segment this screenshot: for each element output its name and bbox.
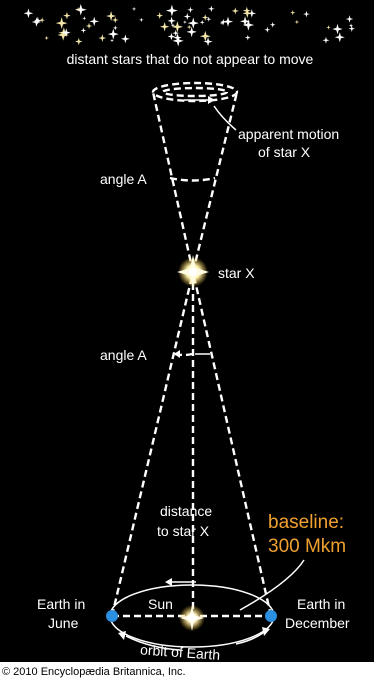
distant-star bbox=[322, 37, 329, 44]
distant-star bbox=[349, 23, 353, 27]
apparent-motion-ellipse bbox=[153, 83, 237, 104]
distant-star bbox=[295, 20, 300, 25]
distant-star bbox=[270, 22, 276, 28]
distant-star bbox=[24, 8, 34, 18]
parallax-diagram: distant stars that do not appear to move… bbox=[0, 0, 374, 662]
apparent-motion-label-line2: of star X bbox=[258, 144, 311, 160]
distant-star bbox=[232, 7, 239, 14]
distant-star bbox=[44, 36, 49, 41]
distant-star bbox=[326, 25, 331, 30]
distant-star bbox=[172, 30, 179, 37]
earth-june-label-line2: June bbox=[48, 615, 79, 631]
distant-star bbox=[139, 18, 144, 23]
distant-star bbox=[208, 6, 215, 13]
distant-star bbox=[264, 27, 270, 33]
distant-star bbox=[32, 17, 42, 27]
distant-star bbox=[243, 9, 252, 18]
baseline-leader bbox=[240, 560, 304, 610]
distant-star bbox=[348, 25, 355, 32]
distant-star-field bbox=[24, 4, 356, 47]
distant-star bbox=[303, 11, 310, 18]
star-x-icon bbox=[177, 255, 209, 289]
distant-star bbox=[346, 15, 353, 22]
distant-star bbox=[186, 27, 196, 37]
distant-star bbox=[335, 32, 345, 42]
diagram-canvas: distant stars that do not appear to move… bbox=[0, 0, 374, 662]
distance-label-line1: distance bbox=[160, 503, 212, 519]
distant-star bbox=[183, 20, 187, 24]
distant-star bbox=[63, 12, 71, 20]
distant-star bbox=[168, 33, 176, 41]
distant-star bbox=[34, 17, 42, 25]
distant-star bbox=[86, 23, 92, 29]
distant-star bbox=[121, 34, 130, 43]
earth-june-label-line1: Earth in bbox=[37, 596, 85, 612]
distant-star bbox=[172, 21, 183, 32]
distant-star bbox=[184, 13, 191, 20]
distant-stars-label: distant stars that do not appear to move bbox=[67, 51, 314, 67]
distant-star bbox=[113, 25, 118, 30]
distance-label-line2: to star X bbox=[157, 523, 210, 539]
earth-december-icon bbox=[265, 610, 277, 622]
distant-star bbox=[82, 16, 86, 20]
sun-label: Sun bbox=[148, 596, 173, 612]
distant-star bbox=[290, 10, 295, 15]
earth-june-icon bbox=[106, 610, 118, 622]
distant-star bbox=[112, 17, 119, 24]
orbit-label: orbit of Earth bbox=[140, 641, 221, 662]
distant-star bbox=[89, 17, 99, 27]
distant-star bbox=[332, 24, 342, 34]
sun-icon bbox=[179, 605, 205, 631]
baseline-label-line1: baseline: bbox=[268, 512, 344, 533]
distant-star bbox=[75, 4, 87, 16]
distant-star bbox=[202, 14, 209, 21]
angle-a-top-label: angle A bbox=[100, 171, 147, 187]
distant-star bbox=[223, 17, 233, 27]
lower-sight-lines bbox=[112, 272, 271, 616]
copyright-credit: © 2010 Encyclopædia Britannica, Inc. bbox=[2, 666, 186, 678]
apparent-motion-label-line1: apparent motion bbox=[238, 126, 339, 142]
angle-a-bottom-label: angle A bbox=[100, 347, 147, 363]
distant-star bbox=[245, 35, 251, 41]
distant-star bbox=[173, 35, 184, 46]
distant-star bbox=[98, 34, 106, 42]
distant-star bbox=[108, 29, 119, 40]
distant-star bbox=[156, 12, 163, 19]
distant-star bbox=[187, 7, 193, 13]
distant-star bbox=[187, 25, 192, 30]
distant-star bbox=[160, 22, 169, 31]
earth-december-label-line1: Earth in bbox=[297, 596, 345, 612]
distant-star bbox=[75, 38, 83, 46]
distant-star bbox=[167, 17, 175, 25]
distant-star bbox=[56, 17, 68, 29]
distant-star bbox=[166, 5, 178, 17]
earth-december-label-line2: December bbox=[285, 615, 350, 631]
star-x-label: star X bbox=[218, 265, 255, 281]
distant-star bbox=[200, 20, 205, 25]
distant-star bbox=[200, 31, 211, 42]
distant-star bbox=[132, 7, 136, 11]
baseline-label-line2: 300 Mkm bbox=[268, 536, 346, 557]
distant-star bbox=[81, 27, 87, 33]
angle-a-top-arc bbox=[170, 178, 215, 181]
